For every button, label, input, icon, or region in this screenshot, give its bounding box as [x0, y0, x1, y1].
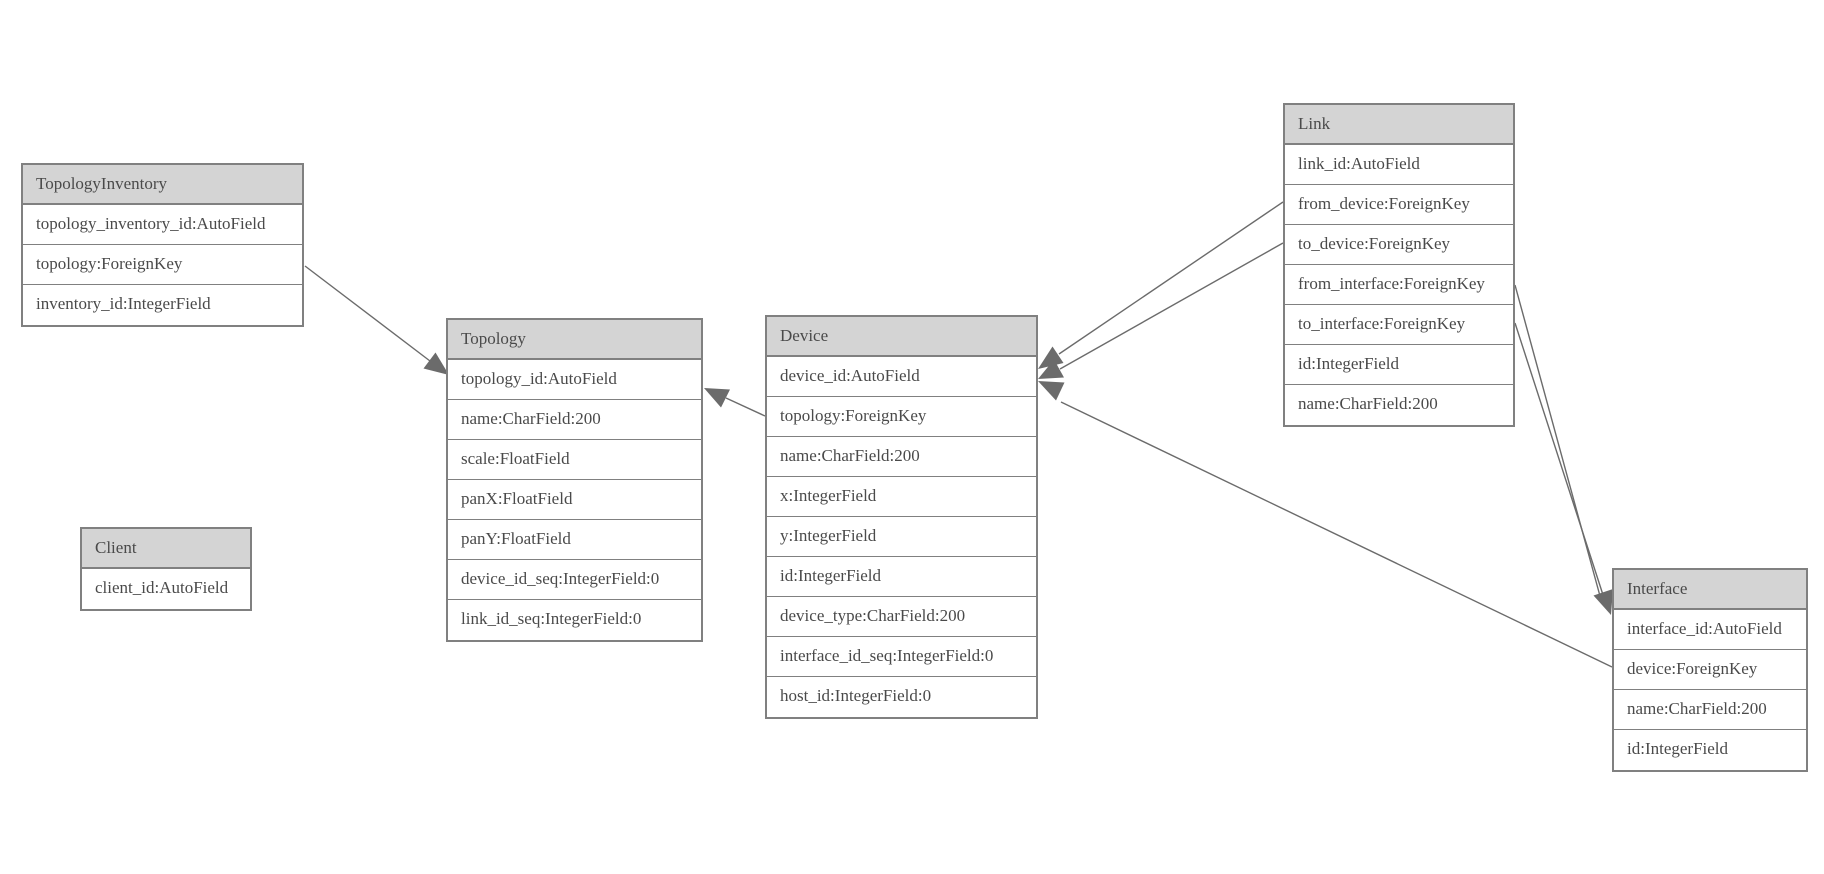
field-row: interface_id_seq:IntegerField:0 [767, 637, 1036, 677]
field-row: device_type:CharField:200 [767, 597, 1036, 637]
table-topology: Topology topology_id:AutoField name:Char… [446, 318, 703, 642]
edge-link-todevice-device [1059, 242, 1284, 370]
field-row: panY:FloatField [448, 520, 701, 560]
table-interface: Interface interface_id:AutoField device:… [1612, 568, 1808, 772]
field-row: client_id:AutoField [82, 569, 250, 609]
table-title-topologyinventory: TopologyInventory [23, 165, 302, 205]
field-row: topology_inventory_id:AutoField [23, 205, 302, 245]
edge-link-fromdevice-device [1058, 201, 1284, 355]
table-title-topology: Topology [448, 320, 701, 360]
field-row: device_id_seq:IntegerField:0 [448, 560, 701, 600]
arrowhead-link-todevice-device [1038, 359, 1064, 379]
table-link: Link link_id:AutoField from_device:Forei… [1283, 103, 1515, 427]
table-client: Client client_id:AutoField [80, 527, 252, 611]
field-row: panX:FloatField [448, 480, 701, 520]
field-row: topology:ForeignKey [767, 397, 1036, 437]
field-row: to_device:ForeignKey [1285, 225, 1513, 265]
field-row: inventory_id:IntegerField [23, 285, 302, 325]
table-device: Device device_id:AutoField topology:Fore… [765, 315, 1038, 719]
field-row: id:IntegerField [1614, 730, 1806, 770]
edge-device-topology [725, 397, 766, 417]
field-row: topology:ForeignKey [23, 245, 302, 285]
field-row: to_interface:ForeignKey [1285, 305, 1513, 345]
field-row: name:CharField:200 [1614, 690, 1806, 730]
edge-topologyinventory-topology [304, 265, 431, 362]
arrowhead-link-fromdevice-device [1038, 346, 1064, 369]
field-row: link_id:AutoField [1285, 145, 1513, 185]
field-row: name:CharField:200 [448, 400, 701, 440]
edge-link-tointerface-interface [1514, 322, 1605, 599]
field-row: x:IntegerField [767, 477, 1036, 517]
field-row: name:CharField:200 [767, 437, 1036, 477]
arrowhead-interface-device-device [1038, 381, 1065, 401]
arrowhead-device-topology [704, 388, 730, 408]
arrowhead-link-interface [1593, 589, 1613, 615]
field-row: device_id:AutoField [767, 357, 1036, 397]
field-row: link_id_seq:IntegerField:0 [448, 600, 701, 640]
edge-interface-device-device [1060, 401, 1613, 668]
arrowhead-topologyinventory-topology [423, 352, 449, 375]
field-row: host_id:IntegerField:0 [767, 677, 1036, 717]
field-row: y:IntegerField [767, 517, 1036, 557]
edge-link-frominterface-interface [1514, 284, 1601, 597]
field-row: interface_id:AutoField [1614, 610, 1806, 650]
field-row: topology_id:AutoField [448, 360, 701, 400]
table-title-device: Device [767, 317, 1036, 357]
table-topologyinventory: TopologyInventory topology_inventory_id:… [21, 163, 304, 327]
field-row: device:ForeignKey [1614, 650, 1806, 690]
table-title-client: Client [82, 529, 250, 569]
field-row: id:IntegerField [767, 557, 1036, 597]
table-title-interface: Interface [1614, 570, 1806, 610]
field-row: from_interface:ForeignKey [1285, 265, 1513, 305]
field-row: scale:FloatField [448, 440, 701, 480]
field-row: name:CharField:200 [1285, 385, 1513, 425]
table-title-link: Link [1285, 105, 1513, 145]
field-row: from_device:ForeignKey [1285, 185, 1513, 225]
field-row: id:IntegerField [1285, 345, 1513, 385]
